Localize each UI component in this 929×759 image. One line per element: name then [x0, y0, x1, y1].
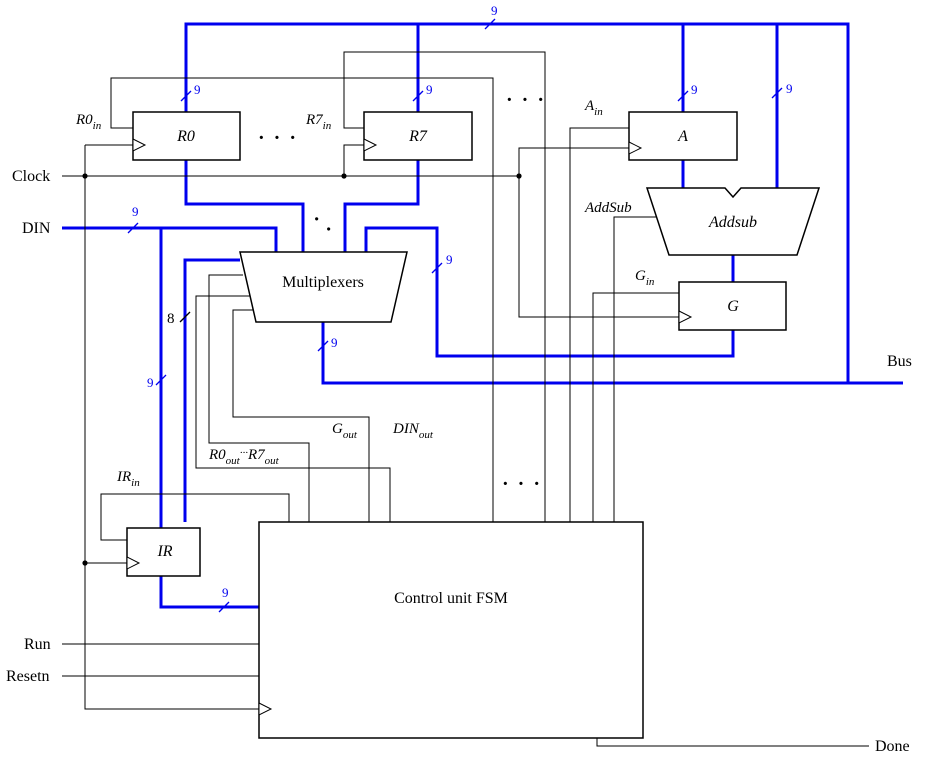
mux-select-wire [183, 258, 240, 522]
bus-top-wire [184, 22, 903, 385]
clock-input-label: Clock [12, 168, 50, 185]
width-mux-out: 9 [331, 335, 338, 350]
register-r7: R7 [363, 111, 473, 161]
resetn-input-label: Resetn [6, 668, 50, 685]
addsub-label: Addsub [708, 214, 757, 231]
r0-in-signal: R0in [75, 112, 102, 132]
run-input-label: Run [24, 636, 51, 653]
clock-triangle-icon [126, 556, 141, 570]
width-addsub-in: 9 [786, 81, 793, 96]
mux-control-g-out [232, 309, 370, 522]
control-unit-fsm: Control unit FSM [258, 521, 644, 739]
register-r0: R0 [132, 111, 241, 161]
clock-to-r7 [343, 144, 364, 176]
fsm-label: Control unit FSM [394, 590, 508, 607]
g-to-mux-wire [364, 226, 735, 358]
clock-trunk [84, 145, 259, 710]
clock-junction-ir [82, 560, 88, 566]
addsub-control-wire [613, 216, 663, 522]
registers-ellipsis: · · · [258, 127, 298, 149]
r0-label: R0 [176, 128, 195, 145]
bottom-ellipsis: · · · [502, 473, 542, 495]
addsub-signal: AddSub [584, 200, 632, 216]
addsub-unit: Addsub [645, 187, 821, 256]
din-to-mux-wire [62, 226, 278, 252]
r7-in-signal: R7in [305, 112, 332, 132]
control-signal-labels: R0in R7in Ain AddSub Gin IRin Gout DINou… [75, 98, 655, 489]
width-a-in: 9 [691, 82, 698, 97]
din-input-label: DIN [22, 220, 51, 237]
r7-in-wire [343, 51, 546, 522]
r7-to-mux-wire [343, 160, 420, 252]
ir-in-signal: IRin [116, 469, 140, 489]
g-out-signal: Gout [332, 421, 358, 441]
control-wires [62, 51, 869, 747]
r7-label: R7 [408, 128, 428, 145]
clock-triangle-icon [258, 702, 273, 716]
g-in-wire [592, 292, 679, 522]
mux-label: Multiplexers [282, 274, 364, 291]
clock-triangle-icon [628, 141, 643, 155]
clock-to-g [518, 176, 679, 318]
width-ir-out: 9 [222, 585, 229, 600]
clock-junction-left [82, 173, 88, 179]
register-a: A [628, 111, 738, 161]
clock-triangle-icon [363, 138, 378, 152]
clock-triangle-icon [678, 310, 693, 324]
width-g-to-mux: 9 [446, 252, 453, 267]
a-in-wire [569, 127, 629, 522]
mux-control-din-out [195, 295, 391, 522]
done-wire [596, 738, 869, 747]
clock-to-a [518, 147, 629, 176]
width-r7-in: 9 [426, 82, 433, 97]
junction-dots [82, 173, 522, 566]
width-din: 9 [132, 204, 139, 219]
clock-triangle-icon [132, 138, 147, 152]
ir-to-fsm-wire [159, 576, 259, 609]
multiplexers: Multiplexers [239, 251, 408, 323]
top-ellipsis: · · · [506, 89, 546, 111]
width-r0-in: 9 [194, 82, 201, 97]
a-label: A [677, 128, 688, 145]
g-in-signal: Gin [635, 268, 655, 288]
ir-in-wire [100, 493, 290, 541]
register-g: G [678, 281, 787, 331]
r-out-signals: R0out···R7out [208, 447, 280, 467]
clock-junction-right [516, 173, 522, 179]
g-label: G [727, 298, 739, 315]
width-ir-in: 9 [147, 375, 154, 390]
bus-output-label: Bus [887, 353, 912, 370]
ir-label: IR [156, 543, 172, 560]
din-out-signal: DINout [392, 421, 434, 441]
data-bus-wires [62, 22, 903, 609]
mux-inputs-ellipsis: · · [307, 209, 340, 242]
bus-width-markers: 9 9 9 9 9 9 9 9 9 9 8 [127, 3, 793, 613]
width-bus-top: 9 [491, 3, 498, 18]
r0-in-wire [110, 77, 494, 522]
a-in-signal: Ain [584, 98, 603, 118]
done-output-label: Done [875, 738, 910, 755]
mux-control-r-out [208, 274, 310, 522]
clock-junction-r7 [341, 173, 347, 179]
r0-to-mux-wire [184, 160, 305, 252]
width-mux-select: 8 [167, 311, 175, 327]
mux-output-wire [321, 322, 848, 385]
io-labels: Clock DIN Run Resetn Bus Done [6, 168, 912, 755]
register-ir: IR [126, 527, 201, 577]
